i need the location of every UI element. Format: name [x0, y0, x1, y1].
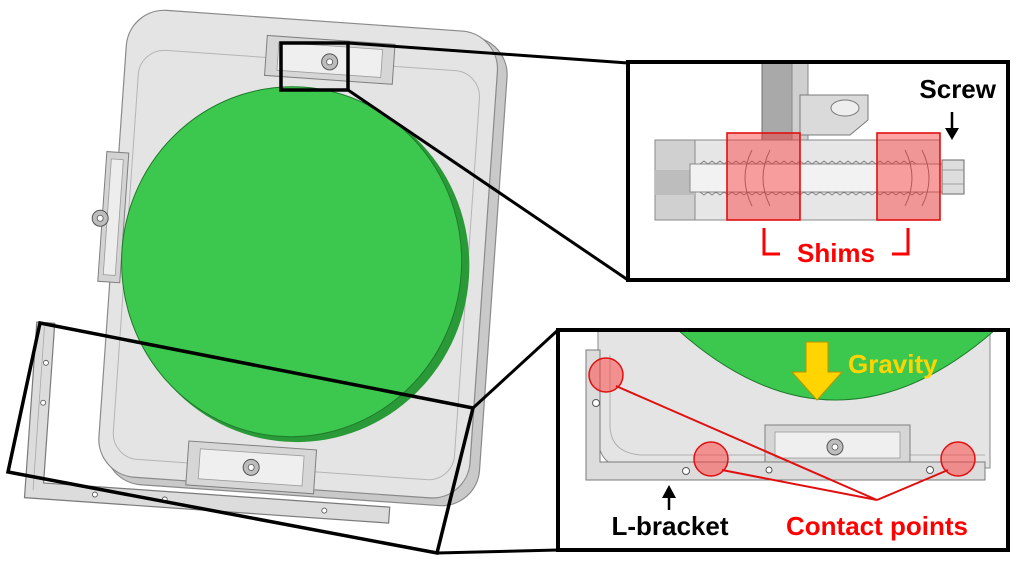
mirror-arc	[677, 330, 996, 401]
contact-leader-1	[615, 385, 878, 501]
left-clamp	[91, 151, 130, 284]
shim-highlight-left	[726, 132, 801, 221]
top-clamp	[264, 34, 396, 85]
contact-point-2	[693, 441, 729, 477]
contact-points-label: Contact points	[786, 511, 968, 541]
top-leader-line-lower	[347, 88, 629, 282]
shims-label: Shims	[797, 238, 875, 268]
top-callout-box	[279, 41, 350, 92]
top-leader-line-upper	[347, 41, 629, 65]
screw-head-icon	[941, 159, 965, 195]
contact-point-3	[940, 441, 976, 477]
mirror-disk	[121, 86, 463, 438]
screw-zoom-panel: Screw Shims	[626, 60, 1010, 282]
gravity-arrow-icon	[790, 341, 844, 401]
l-bracket-part	[23, 321, 391, 524]
bottom-leader-line-upper	[471, 328, 560, 410]
screw-label: Screw	[919, 74, 996, 104]
shims-bracket-right	[892, 228, 910, 256]
shim-highlight-right	[876, 132, 941, 221]
gravity-label: Gravity	[848, 349, 938, 379]
mount-plate-assembly	[23, 9, 508, 524]
contact-zoom-panel: Gravity L-bracket Contact points	[556, 328, 1010, 552]
contact-leader-3	[876, 469, 949, 501]
bottom-leader-line-lower	[436, 548, 559, 555]
l-bracket-label: L-bracket	[611, 511, 728, 541]
bottom-clamp	[185, 440, 318, 495]
contact-leader-2	[721, 469, 878, 501]
shims-bracket-left	[762, 228, 780, 256]
contact-point-1	[588, 357, 624, 393]
